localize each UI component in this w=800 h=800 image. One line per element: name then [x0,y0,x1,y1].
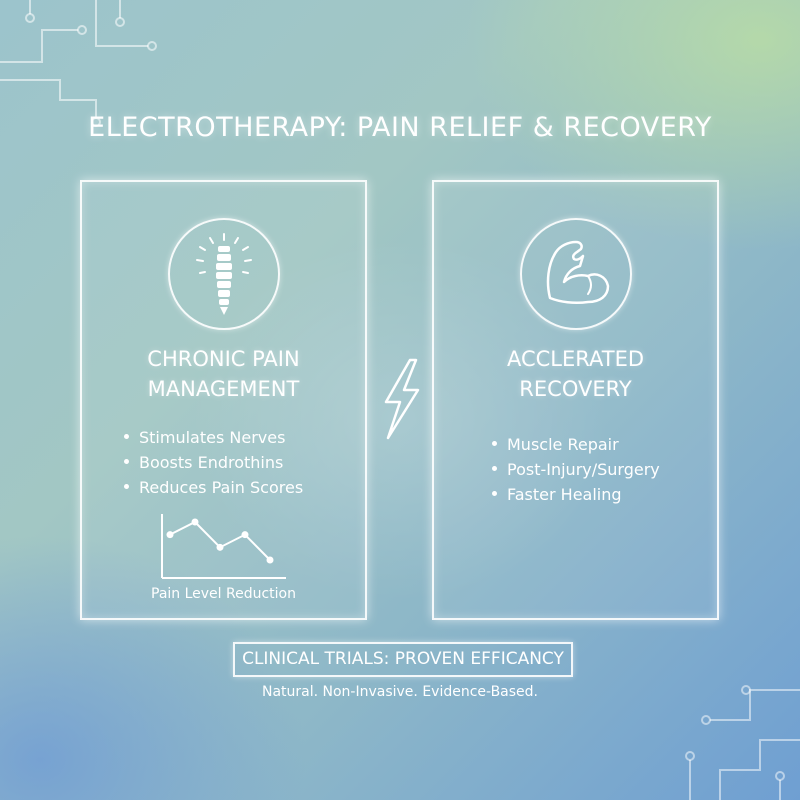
bullet-icon [492,466,497,471]
list-item-label: Boosts Endrothins [139,453,284,472]
lightning-bolt-icon [384,358,420,440]
spine-icon [196,233,252,315]
bullet-icon [124,434,129,439]
heading-line: MANAGEMENT [147,377,300,401]
list-item: Muscle Repair [492,432,660,457]
chronic-pain-panel: CHRONIC PAIN MANAGEMENT Stimulates Nerve… [80,180,367,620]
icon-badge [168,218,280,330]
panel-heading: ACCLERATED RECOVERY [434,344,717,404]
circuit-pattern-decoration [685,685,800,800]
bullet-icon [492,441,497,446]
circuit-pattern-decoration [0,0,157,127]
list-item-label: Stimulates Nerves [139,428,286,447]
heading-line: RECOVERY [519,377,632,401]
list-item: Boosts Endrothins [124,450,303,475]
page-title: ELECTROTHERAPY: PAIN RELIEF & RECOVERY [88,112,712,143]
list-item: Stimulates Nerves [124,425,303,450]
benefits-list: Stimulates Nerves Boosts Endrothins Redu… [124,425,303,500]
bullet-icon [124,459,129,464]
list-item: Faster Healing [492,482,660,507]
list-item-label: Muscle Repair [507,435,619,454]
panel-heading: CHRONIC PAIN MANAGEMENT [82,344,365,404]
icon-badge [520,218,632,330]
accelerated-recovery-panel: ACCLERATED RECOVERY Muscle Repair Post-I… [432,180,719,620]
chart-caption: Pain Level Reduction [151,586,296,602]
pain-level-chart [161,514,286,579]
list-item-label: Reduces Pain Scores [139,478,304,497]
flexed-arm-icon [546,240,610,305]
data-point [191,518,199,526]
benefits-list: Muscle Repair Post-Injury/Surgery Faster… [492,432,660,507]
heading-line: ACCLERATED [506,347,645,371]
heading-line: CHRONIC PAIN [147,347,300,371]
tagline: Natural. Non-Invasive. Evidence-Based. [261,684,539,700]
data-point [266,556,274,564]
data-point [216,543,224,551]
data-point [241,531,249,539]
clinical-trials-badge: CLINICAL TRIALS: PROVEN EFFICANCY [233,642,573,677]
list-item-label: Faster Healing [507,485,622,504]
list-item-label: Post-Injury/Surgery [507,460,660,479]
list-item: Reduces Pain Scores [124,475,303,500]
bullet-icon [124,484,129,489]
data-point [166,531,174,539]
bullet-icon [492,491,497,496]
series-line [169,520,271,561]
list-item: Post-Injury/Surgery [492,457,660,482]
